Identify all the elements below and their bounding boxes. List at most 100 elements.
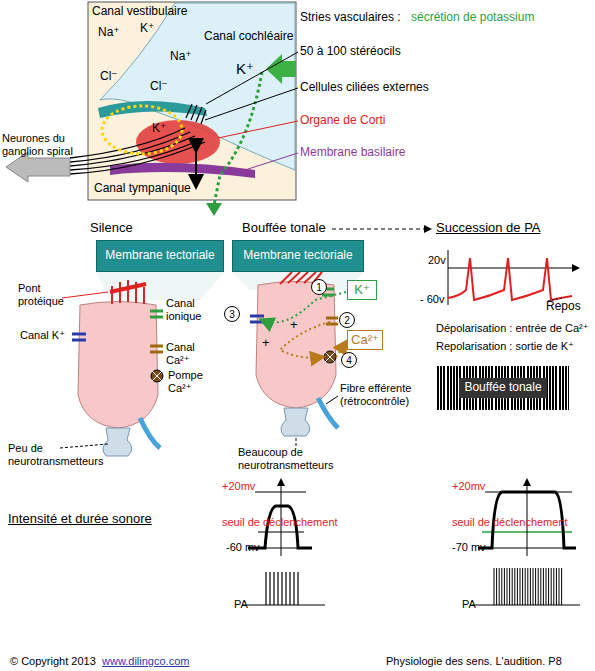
spike-tick — [297, 572, 298, 605]
spike-tick — [522, 568, 523, 605]
charge-sign: + — [290, 318, 298, 333]
callout-label: Neurones du ganglion spiral — [2, 132, 102, 157]
copyright-text: © Copyright 2013 — [10, 655, 96, 668]
ion-label: Na⁺ — [98, 26, 120, 40]
ion-label: K⁺ — [140, 22, 154, 36]
node-text: 2 — [344, 315, 350, 326]
spike-tick — [527, 568, 528, 605]
membrane-box: Membrane tectoriale — [96, 240, 224, 272]
spike-tick — [494, 568, 495, 605]
callout-label: sécrétion de potassium — [411, 11, 534, 25]
axis-label: -60 mv — [226, 541, 260, 554]
copyright-link: www.dilingco.com — [102, 655, 189, 668]
spike-tick — [509, 568, 510, 605]
spike-tick — [269, 572, 270, 605]
region-label: Canal vestibulaire — [92, 5, 187, 19]
ion-label: Cl⁻ — [100, 70, 118, 84]
spike-tick — [551, 568, 552, 605]
section-heading: Succession de PA — [436, 221, 541, 236]
spike-tick — [285, 572, 286, 605]
spike-tick — [556, 568, 557, 605]
callout-label: 50 à 100 stéréocils — [300, 45, 401, 59]
node-text: Membrane tectoriale — [243, 249, 352, 262]
ion-label: K⁺ — [152, 122, 166, 136]
callout-number: 1 — [311, 279, 327, 295]
section-heading: Bouffée tonale — [242, 221, 326, 236]
spike-tick — [561, 568, 562, 605]
note-text: Repolarisation : sortie de K⁺ — [436, 340, 574, 353]
section-heading: Intensité et durée sonore — [8, 512, 152, 527]
spike-tick — [289, 572, 290, 605]
callout-label: Canal ionique — [166, 297, 216, 322]
ion-box: Ca²⁺ — [347, 330, 383, 350]
axis-label: 20v — [428, 254, 446, 267]
node-text: 1 — [316, 282, 322, 293]
node-text: 4 — [346, 355, 352, 366]
node-text: Bouffée tonale — [459, 378, 546, 397]
axis-label: - 60v — [420, 293, 444, 306]
callout-label: Fibre efférente (rétrocontrôle) — [340, 382, 440, 407]
footer-text: Physiologie des sens. L'audition. P8 — [386, 655, 562, 668]
note-text: Dépolarisation : entrée de Ca²⁺ — [436, 322, 589, 335]
spike-tick — [496, 568, 497, 605]
callout-label: Canal K⁺ — [20, 329, 65, 342]
axis-label: PA — [234, 598, 248, 611]
callout-label: Peu de neurotransmetteurs — [8, 442, 108, 467]
ion-label: Cl⁻ — [150, 80, 168, 94]
axis-label: -70 mv — [452, 541, 486, 554]
section-heading: Silence — [90, 221, 133, 236]
spike-tick — [543, 568, 544, 605]
spike-tick — [499, 568, 500, 605]
axis-label: seuil de déclenchement — [222, 516, 338, 529]
axis-label: PA — [462, 598, 476, 611]
spike-tick — [273, 572, 274, 605]
callout-number: 4 — [341, 352, 357, 368]
tone-burst-box: Bouffée tonale — [437, 366, 569, 410]
spike-tick — [281, 572, 282, 605]
callout-label: Cellules ciliées externes — [300, 81, 429, 95]
spike-tick — [517, 568, 518, 605]
region-label: Canal tympanique — [94, 182, 191, 196]
node-text: Membrane tectoriale — [105, 249, 214, 262]
axis-label: +20mv — [222, 480, 255, 493]
callout-label: Stries vasculaires : — [300, 11, 401, 25]
spike-tick — [553, 568, 554, 605]
axis-label: Repos — [546, 300, 581, 314]
callout-label: Canal Ca²⁺ — [166, 341, 208, 366]
spike-tick — [530, 568, 531, 605]
node-text: 3 — [229, 309, 235, 320]
callout-label: Pont protéique — [18, 282, 78, 307]
ion-label: Na⁺ — [170, 50, 192, 64]
ion-box: K⁺ — [347, 280, 377, 300]
spike-tick — [533, 568, 534, 605]
node-text: K⁺ — [354, 283, 370, 297]
callout-label: Beaucoup de neurotransmetteurs — [238, 446, 363, 471]
spike-tick — [540, 568, 541, 605]
spike-tick — [277, 572, 278, 605]
spike-tick — [520, 568, 521, 605]
callout-label: Membrane basilaire — [300, 146, 405, 160]
callout-label: Organe de Corti — [300, 114, 385, 128]
spike-tick — [512, 568, 513, 605]
spike-tick — [501, 568, 502, 605]
callout-number: 3 — [224, 306, 240, 322]
axis-label: +20mv — [452, 480, 485, 493]
spike-tick — [559, 568, 560, 605]
spike-tick — [265, 572, 266, 605]
spike-tick — [525, 568, 526, 605]
spike-tick — [535, 568, 536, 605]
callout-label: Pompe Ca²⁺ — [168, 369, 210, 394]
spike-tick — [504, 568, 505, 605]
callout-number: 2 — [339, 312, 355, 328]
spike-tick — [548, 568, 549, 605]
axis-label: seuil de déclenchement — [452, 516, 568, 529]
charge-sign: + — [262, 336, 270, 351]
spike-tick — [293, 572, 294, 605]
spike-tick — [546, 568, 547, 605]
region-label: Canal cochléaire — [204, 30, 293, 44]
ion-label: K⁺ — [236, 60, 254, 77]
spike-tick — [538, 568, 539, 605]
node-text: Ca²⁺ — [351, 333, 379, 347]
